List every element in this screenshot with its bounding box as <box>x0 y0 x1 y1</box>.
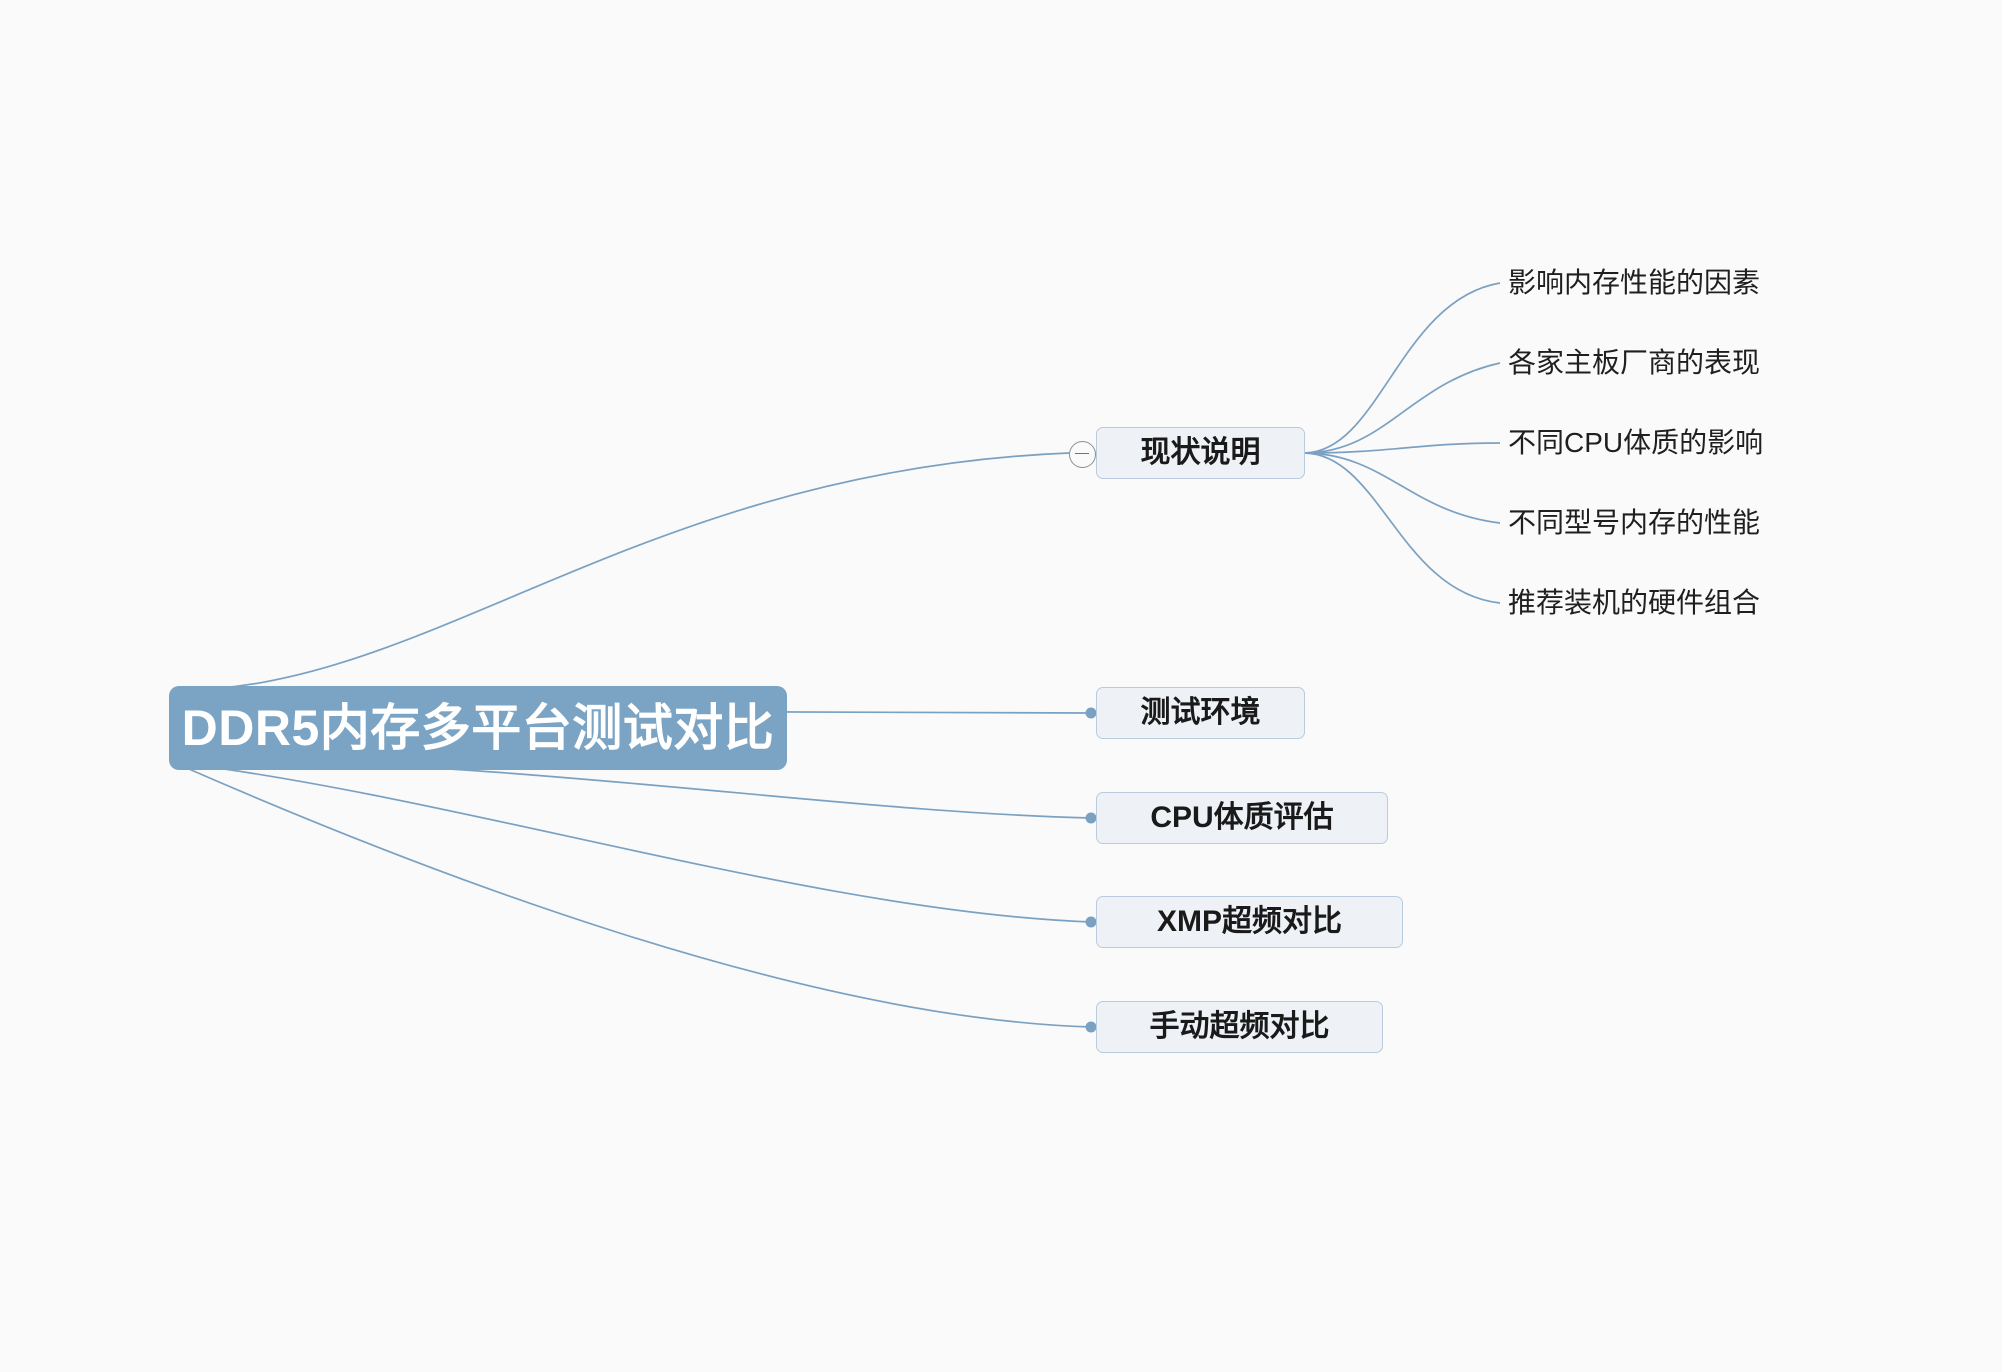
edge-endpoint-dot <box>1085 916 1097 928</box>
branch-node-huanjing[interactable]: 测试环境 <box>1096 687 1305 739</box>
leaf-node-label: 影响内存性能的因素 <box>1508 267 1761 298</box>
root-node-label: DDR5内存多平台测试对比 <box>181 700 775 756</box>
edge-root-to-manual <box>181 765 1092 1028</box>
branch-node-label: CPU体质评估 <box>1150 801 1334 834</box>
branch-node-label: 手动超频对比 <box>1149 1010 1330 1043</box>
leaf-node[interactable]: 影响内存性能的因素 <box>1508 261 1760 305</box>
branch-node-xmp[interactable]: XMP超频对比 <box>1096 896 1403 948</box>
edge-endpoint-dot <box>1085 707 1097 719</box>
leaf-node-label: 不同CPU体质的影响 <box>1508 427 1764 458</box>
leaf-node[interactable]: 不同型号内存的性能 <box>1508 501 1760 545</box>
edge-xianzhuang-to-leaf-0 <box>1304 282 1501 454</box>
branch-node-manual[interactable]: 手动超频对比 <box>1096 1001 1383 1053</box>
leaf-node-label: 不同型号内存的性能 <box>1508 507 1761 538</box>
leaf-node[interactable]: 各家主板厂商的表现 <box>1508 341 1760 385</box>
root-node[interactable]: DDR5内存多平台测试对比 <box>169 686 787 770</box>
branch-node-label: 测试环境 <box>1140 696 1261 729</box>
leaf-node-label: 推荐装机的硬件组合 <box>1508 587 1761 618</box>
branch-node-label: XMP超频对比 <box>1156 905 1342 938</box>
branch-node-label: 现状说明 <box>1140 436 1261 469</box>
branch-node-xianzhuang[interactable]: 现状说明 <box>1096 427 1305 479</box>
edge-xianzhuang-to-leaf-3 <box>1304 452 1501 524</box>
edge-xianzhuang-to-leaf-1 <box>1304 362 1501 454</box>
leaf-node-label: 各家主板厂商的表现 <box>1508 347 1761 378</box>
branch-node-cpu[interactable]: CPU体质评估 <box>1096 792 1388 844</box>
edge-root-to-xmp <box>187 763 1092 923</box>
edge-endpoint-dot <box>1085 1021 1097 1033</box>
edge-endpoint-dot <box>1085 812 1097 824</box>
edge-xianzhuang-to-leaf-2 <box>1304 442 1501 454</box>
edge-xianzhuang-to-leaf-4 <box>1304 452 1501 604</box>
edge-root-to-xianzhuang <box>179 452 1070 691</box>
collapse-minus-icon[interactable] <box>1069 441 1096 468</box>
leaf-node[interactable]: 推荐装机的硬件组合 <box>1508 581 1760 625</box>
leaf-node[interactable]: 不同CPU体质的影响 <box>1508 421 1763 465</box>
